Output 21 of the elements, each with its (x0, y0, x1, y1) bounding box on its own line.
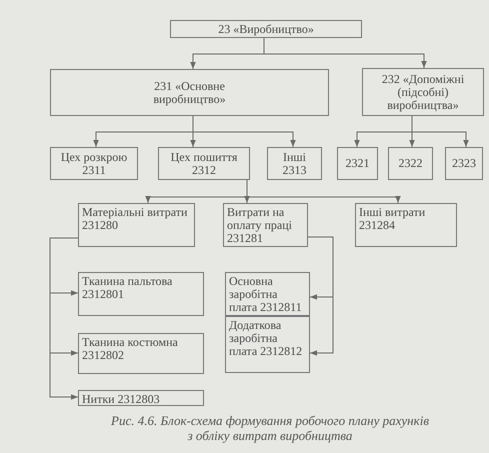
account-box: Основна заробітна плата 2312811 (225, 272, 310, 316)
account-box: Цех пошиття 2312 (158, 147, 250, 180)
connector-arrow (308, 236, 334, 356)
account-box: Нитки 2312803 (78, 390, 204, 406)
account-box: Витрати на оплату праці 231281 (223, 203, 308, 247)
account-box: Тканина пальтова 2312801 (78, 272, 204, 316)
account-box: 23 «Виробництво» (170, 20, 362, 38)
account-box: Цех розкрою 2311 (50, 147, 138, 180)
account-box: Додаткова заробітна плата 2312812 (225, 316, 310, 373)
account-box: 231 «Основне виробництво» (50, 69, 329, 116)
account-box: 2323 (445, 147, 483, 180)
connector-arrow (50, 238, 78, 400)
account-box: 2321 (337, 147, 378, 180)
connector-arrow (264, 38, 427, 68)
account-box: 2322 (388, 147, 433, 180)
account-box: 232 «Допоміжні (підсобні) виробництва» (362, 68, 484, 116)
account-box: Інші витрати 231284 (355, 203, 457, 247)
account-box: Інші 2313 (267, 147, 322, 180)
figure-caption: Рис. 4.6. Блок-схема формування робочого плану рахунків з обліку витрат виробництва (110, 413, 430, 443)
account-box: Матеріальні витрати 231280 (78, 203, 195, 247)
account-box: Тканина костюмна 2312802 (78, 333, 204, 374)
